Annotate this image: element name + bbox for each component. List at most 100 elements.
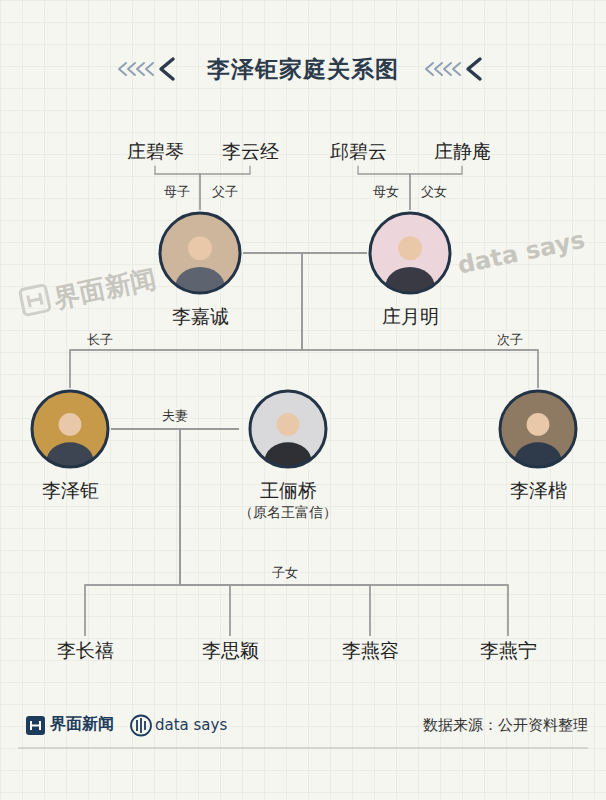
- person-name-node: 庄静庵: [430, 137, 495, 166]
- relation-line: [180, 429, 508, 636]
- person-name: 李思颖: [202, 638, 259, 663]
- person-photo-node: 李泽钜: [29, 388, 111, 503]
- relation-label: 父女: [419, 184, 449, 199]
- footer-logo-datasays: [131, 716, 151, 736]
- logo-mark: [28, 293, 42, 307]
- portrait-head: [277, 413, 300, 436]
- person-name-node: 李长禧: [53, 636, 118, 665]
- person-name: 王俪桥: [239, 478, 337, 503]
- portrait-ring: [500, 391, 576, 467]
- footer-logo-jiemian: [26, 716, 45, 735]
- portrait-head: [398, 236, 422, 260]
- relation-line: [410, 166, 462, 210]
- relation-line: [302, 253, 538, 388]
- chevron: [426, 63, 433, 75]
- footer-brand: 界面新闻: [50, 714, 114, 733]
- chevron: [119, 63, 126, 75]
- relation-line: [180, 429, 370, 636]
- portrait-ring: [32, 391, 108, 467]
- relation-label: 母女: [371, 184, 401, 199]
- portrait-ring: [160, 213, 240, 293]
- relation-line: [111, 429, 230, 636]
- person-name-node: 庄碧琴: [123, 137, 188, 166]
- person-name: 邱碧云: [330, 139, 387, 164]
- footer-rule: [18, 748, 588, 749]
- portrait-head: [188, 236, 212, 260]
- portrait: [29, 388, 111, 470]
- portrait: [497, 388, 579, 470]
- person-name: 李长禧: [57, 638, 114, 663]
- diagram-title: 李泽钜家庭关系图: [207, 56, 399, 82]
- relation-label: 长子: [85, 332, 115, 347]
- chevron: [468, 59, 480, 79]
- portrait-ring: [370, 213, 450, 293]
- chevron: [453, 63, 460, 75]
- relation-line: [85, 429, 239, 636]
- source-note-wrap: 数据来源：公开资料整理: [423, 715, 588, 735]
- relation-label: 子女: [270, 565, 300, 580]
- person-name-node: 邱碧云: [326, 137, 391, 166]
- person-photo-node: 李嘉诚: [157, 210, 243, 329]
- person-name: 庄月明: [367, 304, 453, 329]
- footer-brand: data says: [155, 716, 227, 734]
- relation-label-wrap: 夫妻: [160, 405, 190, 424]
- person-name-node: 李燕容: [338, 636, 403, 665]
- logo-bars: [137, 718, 145, 733]
- chevron: [137, 63, 144, 75]
- source-note: 数据来源：公开资料整理: [423, 716, 588, 734]
- former-name: （原名王富信）: [239, 503, 337, 521]
- person-name-node: 李燕宁: [476, 636, 541, 665]
- person-name: 庄碧琴: [127, 139, 184, 164]
- logo-square: [26, 716, 45, 735]
- relation-line: [358, 166, 410, 210]
- footer-brand-wrap: data says: [155, 715, 227, 734]
- relation-label-wrap: 母子: [162, 181, 192, 200]
- person-photo-node: 王俪桥（原名王富信）: [239, 388, 337, 521]
- portrait: [367, 210, 453, 296]
- chevron: [128, 63, 135, 75]
- logo-square: [19, 285, 50, 316]
- person-name-node: 李云经: [218, 137, 283, 166]
- chevron: [161, 59, 173, 79]
- portrait-ring: [250, 391, 326, 467]
- person-name: 李嘉诚: [157, 304, 243, 329]
- relation-label: 次子: [495, 332, 525, 347]
- person-name: 李燕宁: [480, 638, 537, 663]
- chevron: [146, 63, 153, 75]
- person-name: 庄静庵: [434, 139, 491, 164]
- portrait-head: [59, 413, 82, 436]
- relation-label: 夫妻: [160, 408, 190, 423]
- relation-line: [200, 166, 250, 210]
- relation-label-wrap: 母女: [371, 181, 401, 200]
- person-name: 李燕容: [342, 638, 399, 663]
- portrait-head: [527, 413, 550, 436]
- chevron: [444, 63, 451, 75]
- chevron: [435, 63, 442, 75]
- relation-label-wrap: 父女: [419, 181, 449, 200]
- relation-label-wrap: 长子: [85, 329, 115, 348]
- portrait: [157, 210, 243, 296]
- person-name-node: 李思颖: [198, 636, 263, 665]
- relation-label-wrap: 父子: [210, 181, 240, 200]
- person-photo-node: 李泽楷: [497, 388, 579, 503]
- relation-label: 父子: [210, 184, 240, 199]
- relation-line: [85, 429, 180, 636]
- watermark-logo: [19, 285, 50, 316]
- relation-line: [155, 166, 200, 210]
- footer-brand-wrap: 界面新闻: [50, 714, 114, 735]
- person-name: 李云经: [222, 139, 279, 164]
- portrait: [247, 388, 329, 470]
- relation-label: 母子: [162, 184, 192, 199]
- title-wrap: 李泽钜家庭关系图: [0, 54, 606, 85]
- logo-mark: [31, 721, 40, 730]
- person-name: 李泽楷: [497, 478, 579, 503]
- relation-label-wrap: 子女: [270, 562, 300, 581]
- relation-label-wrap: 次子: [495, 329, 525, 348]
- relation-line: [180, 429, 239, 636]
- person-photo-node: 庄月明: [367, 210, 453, 329]
- logo-circle: [131, 716, 151, 736]
- person-name: 李泽钜: [29, 478, 111, 503]
